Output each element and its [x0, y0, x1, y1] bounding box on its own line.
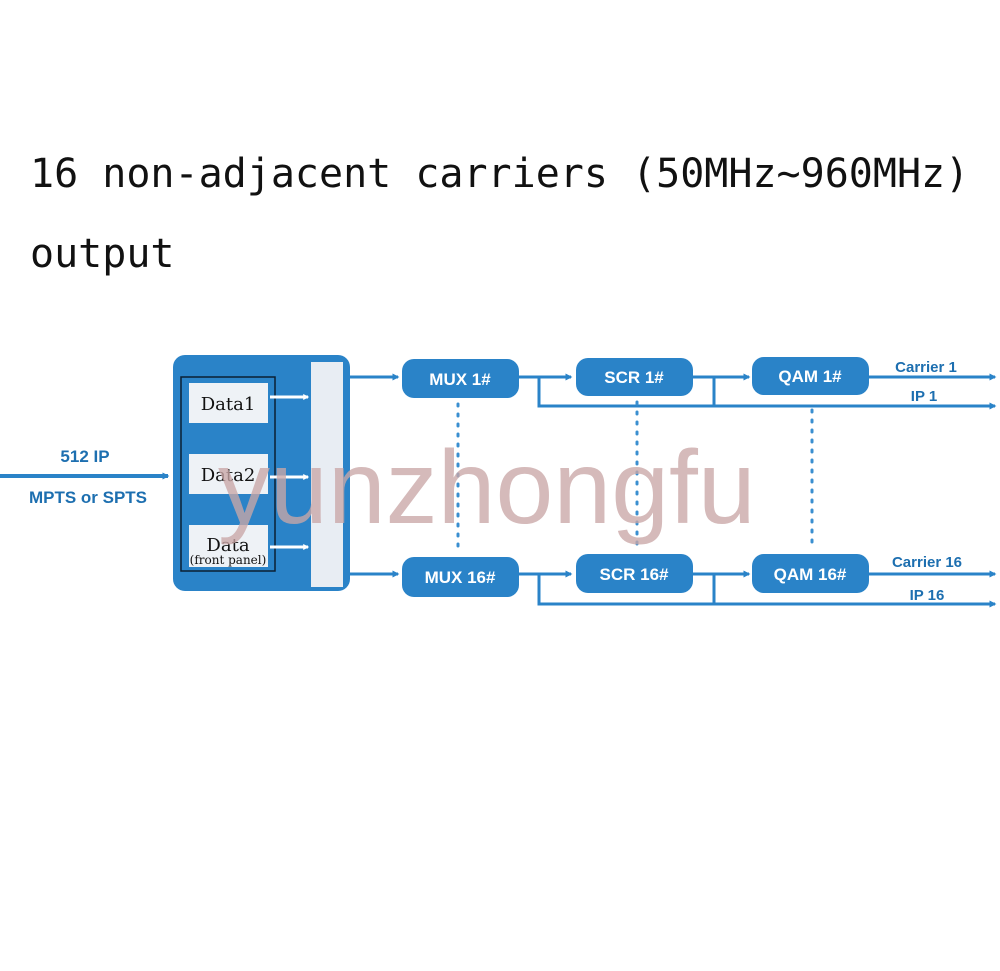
- input-label-ip: 512 IP: [60, 447, 109, 466]
- data-group-frame: [180, 376, 276, 572]
- carrier16-label: Carrier 16: [892, 554, 962, 571]
- data-box-3-sublabel: (front panel): [190, 553, 267, 567]
- ip1-label: IP 1: [911, 388, 937, 405]
- diagram-title-line-2: output: [30, 231, 175, 277]
- carrier1-label: Carrier 1: [895, 359, 957, 376]
- input-label-type: MPTS or SPTS: [29, 488, 147, 507]
- watermark: yunzhongfu: [218, 430, 756, 546]
- qam-block-1-label: QAM 1#: [778, 367, 842, 386]
- scr-block-1-label: SCR 1#: [604, 368, 664, 387]
- data-box-3: [189, 525, 268, 567]
- diagram-title-line-1: 16 non-adjacent carriers (50MHz~960MHz): [30, 151, 970, 197]
- scr-block-16: [576, 554, 693, 593]
- data-box-1-label: Data1: [201, 394, 256, 415]
- ip16-label: IP 16: [910, 587, 945, 604]
- qam-block-16: [752, 554, 869, 593]
- data-box-3-label: Data: [206, 535, 249, 556]
- mux-block-16: [402, 557, 519, 597]
- data-box-2-label: Data2: [201, 465, 256, 486]
- data-box-2: [189, 454, 268, 494]
- scr-block-1: [576, 358, 693, 396]
- switch-bar: [311, 362, 343, 587]
- mux-block-16-label: MUX 16#: [425, 568, 496, 587]
- scr-block-16-label: SCR 16#: [600, 565, 670, 584]
- mux-block-1-label: MUX 1#: [429, 370, 491, 389]
- ip16-output-path: [537, 574, 997, 608]
- ip1-output-path: [537, 377, 997, 410]
- data-box-1: [189, 383, 268, 423]
- qam-block-1: [752, 357, 869, 395]
- qam-block-16-label: QAM 16#: [774, 565, 847, 584]
- mux-block-1: [402, 359, 519, 398]
